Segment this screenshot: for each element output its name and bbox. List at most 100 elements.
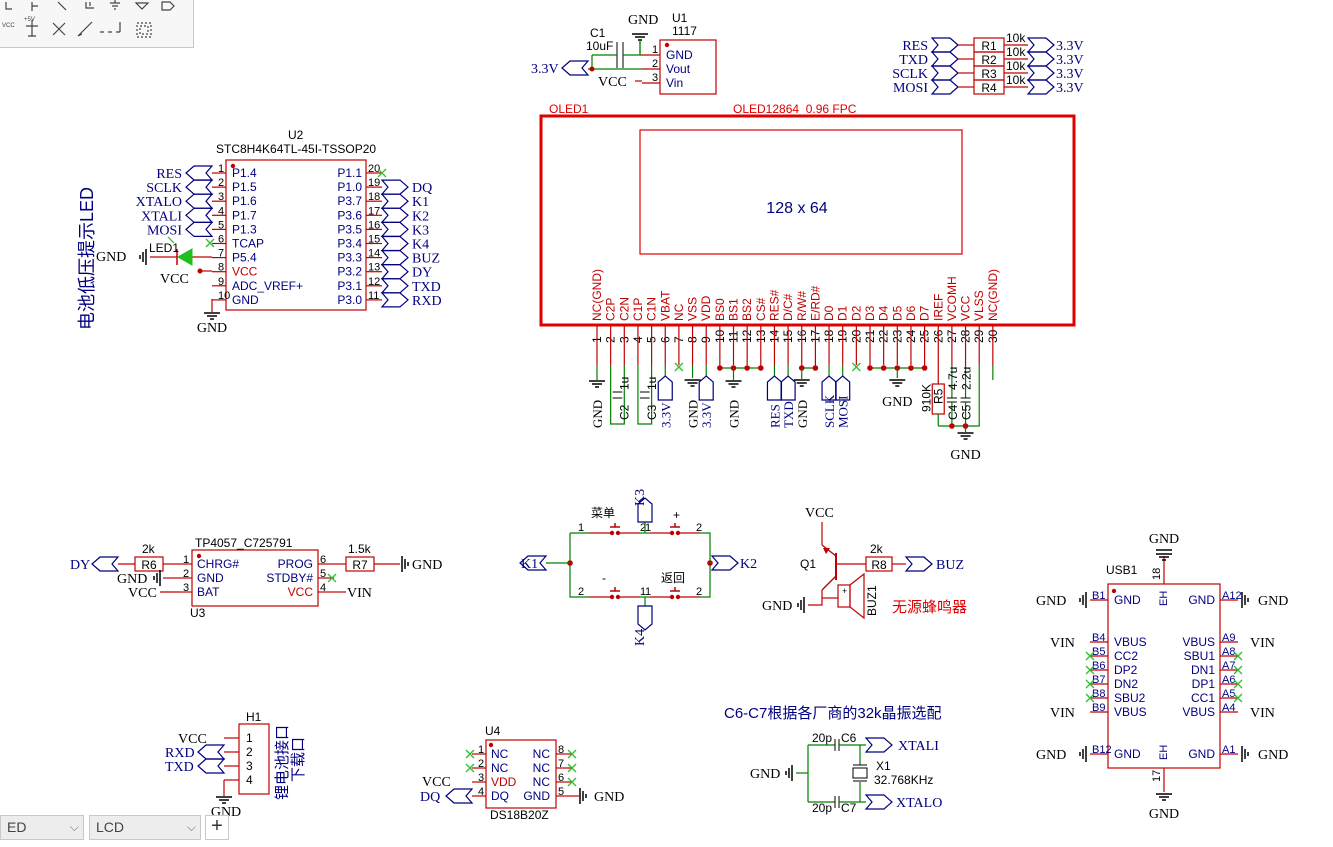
add-sheet-button[interactable]: + <box>205 815 229 840</box>
net-label: TXD <box>412 280 441 295</box>
u3-pin-num: 2 <box>183 568 189 580</box>
wire-tool-icon[interactable] <box>57 1 67 11</box>
u4-pin-num: 1 <box>478 744 484 756</box>
transistor-lead <box>821 544 837 557</box>
u3-pin-name: CHRG# <box>197 557 239 571</box>
usb-pin-name: VBUS <box>1114 635 1147 649</box>
u1-pin-num: 1 <box>652 44 658 56</box>
net-label: XTALO <box>136 195 182 210</box>
net-label: MOSI <box>893 81 928 96</box>
dash-tool-icon[interactable] <box>100 22 121 33</box>
u4-value: DS18B20Z <box>490 808 549 822</box>
net-label: SCLK <box>822 394 837 428</box>
u2-pin-num: 5 <box>218 219 224 231</box>
u4-body <box>485 739 557 809</box>
u2-pin-name: P3.3 <box>337 251 362 265</box>
usb-pin-name: VBUS <box>1114 705 1147 719</box>
net-label: RES <box>767 404 782 428</box>
u2-pin-name: VCC <box>232 265 258 279</box>
q1-ref: Q1 <box>800 557 816 571</box>
u2-pin-name: P3.2 <box>337 265 362 279</box>
gnd-label: GND <box>1036 748 1066 763</box>
oled-pin-name: D5 <box>890 305 904 321</box>
usb-pin-name: CC2 <box>1114 649 1138 663</box>
junction-dot <box>615 594 621 600</box>
oled-value: OLED12864_0.96 FPC <box>733 102 857 116</box>
junction-dot <box>717 365 723 371</box>
u3-pin-name: BAT <box>197 585 220 599</box>
u2-value: STC8H4K64TL-45I-TSSOP20 <box>216 142 376 156</box>
usb-pin-name: VBUS <box>1182 635 1215 649</box>
tab-sheet-lcd[interactable]: LCD⌵ <box>89 815 201 840</box>
chevron-down-icon[interactable]: ⌵ <box>186 820 196 834</box>
no-connect-mark <box>205 238 215 248</box>
bus-tool-icon[interactable] <box>31 2 38 11</box>
usb-pin-name: DP2 <box>1114 663 1138 677</box>
vcc-label: VCC <box>422 775 451 790</box>
u2-pin-name: P1.1 <box>337 166 362 180</box>
netflag-tool-icon[interactable] <box>161 1 175 11</box>
net-port <box>380 292 409 308</box>
usb-pin-num: A9 <box>1222 632 1235 644</box>
net-port <box>657 375 673 401</box>
resistor-value: 10k <box>1006 31 1026 45</box>
gnd-label: GND <box>1258 594 1288 609</box>
chevron-down-icon[interactable]: ⌵ <box>69 820 79 834</box>
no-connect-mark <box>377 168 387 178</box>
buzzer-horn <box>849 572 865 620</box>
u2-pin-num: 16 <box>368 219 380 231</box>
vcc-label: VCC <box>598 75 627 90</box>
net-port <box>864 737 893 753</box>
u2-pin-name: P1.3 <box>232 222 257 236</box>
net-port <box>380 207 409 223</box>
usb-eh-label: EH <box>1158 591 1170 606</box>
junction-dot <box>669 594 675 600</box>
gnd-label: GND <box>594 790 624 805</box>
pen-tool-icon[interactable] <box>77 21 93 37</box>
net-port <box>197 744 226 760</box>
u3-pin-num: 3 <box>183 582 189 594</box>
net-label: 3.3V <box>1056 39 1084 54</box>
net-port <box>637 605 653 631</box>
usb-pin-num: A4 <box>1222 702 1235 714</box>
u4-pin-num: 8 <box>558 744 564 756</box>
netport-tool-icon[interactable] <box>85 2 94 9</box>
u2-pin-name: P3.1 <box>337 279 362 293</box>
u2-pin-num: 19 <box>368 177 380 189</box>
net-gnd-tool-icon[interactable] <box>110 0 120 10</box>
r7-value: 1.5k <box>348 542 372 556</box>
buzzer-ref: BUZ1 <box>865 585 879 616</box>
switch-pin-num: 2 <box>640 522 646 534</box>
vin-label: VIN <box>1250 706 1275 721</box>
u1-pin-name: Vin <box>666 76 683 90</box>
net-label: TXD <box>165 760 194 775</box>
u4-pin-num: 3 <box>478 772 484 784</box>
net-port <box>710 555 739 571</box>
junction-dot <box>615 530 621 536</box>
net-vcc-tool-icon[interactable] <box>134 2 150 10</box>
usb-pin-name: GND <box>1188 593 1215 607</box>
cap-value: 2.2u <box>960 367 974 390</box>
select-area-tool-icon[interactable] <box>136 22 152 38</box>
junction-dot <box>908 365 914 371</box>
oled-pin-name: E/RD# <box>808 285 822 321</box>
junction-dot <box>488 742 494 748</box>
plus5v-tool-icon[interactable] <box>26 20 38 37</box>
u2-pin-num: 17 <box>368 205 380 217</box>
no-connect-tool-icon[interactable] <box>52 22 66 36</box>
net-label: GND <box>727 400 742 428</box>
pin-tool-icon[interactable] <box>5 2 12 10</box>
u2-pin-num: 15 <box>368 234 380 246</box>
r6-value: 2k <box>142 542 156 556</box>
schematic-toolbar: VCC +5V <box>0 0 194 48</box>
gnd-label: GND <box>628 13 658 28</box>
u2-ref: U2 <box>288 128 304 142</box>
oled-pin-name: C1P <box>631 298 645 321</box>
net-port <box>445 788 474 804</box>
oled-pin-name: D/C# <box>781 293 795 321</box>
u1-pin-num: 3 <box>652 72 658 84</box>
oled-pin-name: NC(GND) <box>590 269 604 321</box>
switch-pin-num: 2 <box>696 522 702 534</box>
r5-ref: R5 <box>931 388 945 404</box>
tab-sheet-1[interactable]: ED⌵ <box>0 815 84 840</box>
